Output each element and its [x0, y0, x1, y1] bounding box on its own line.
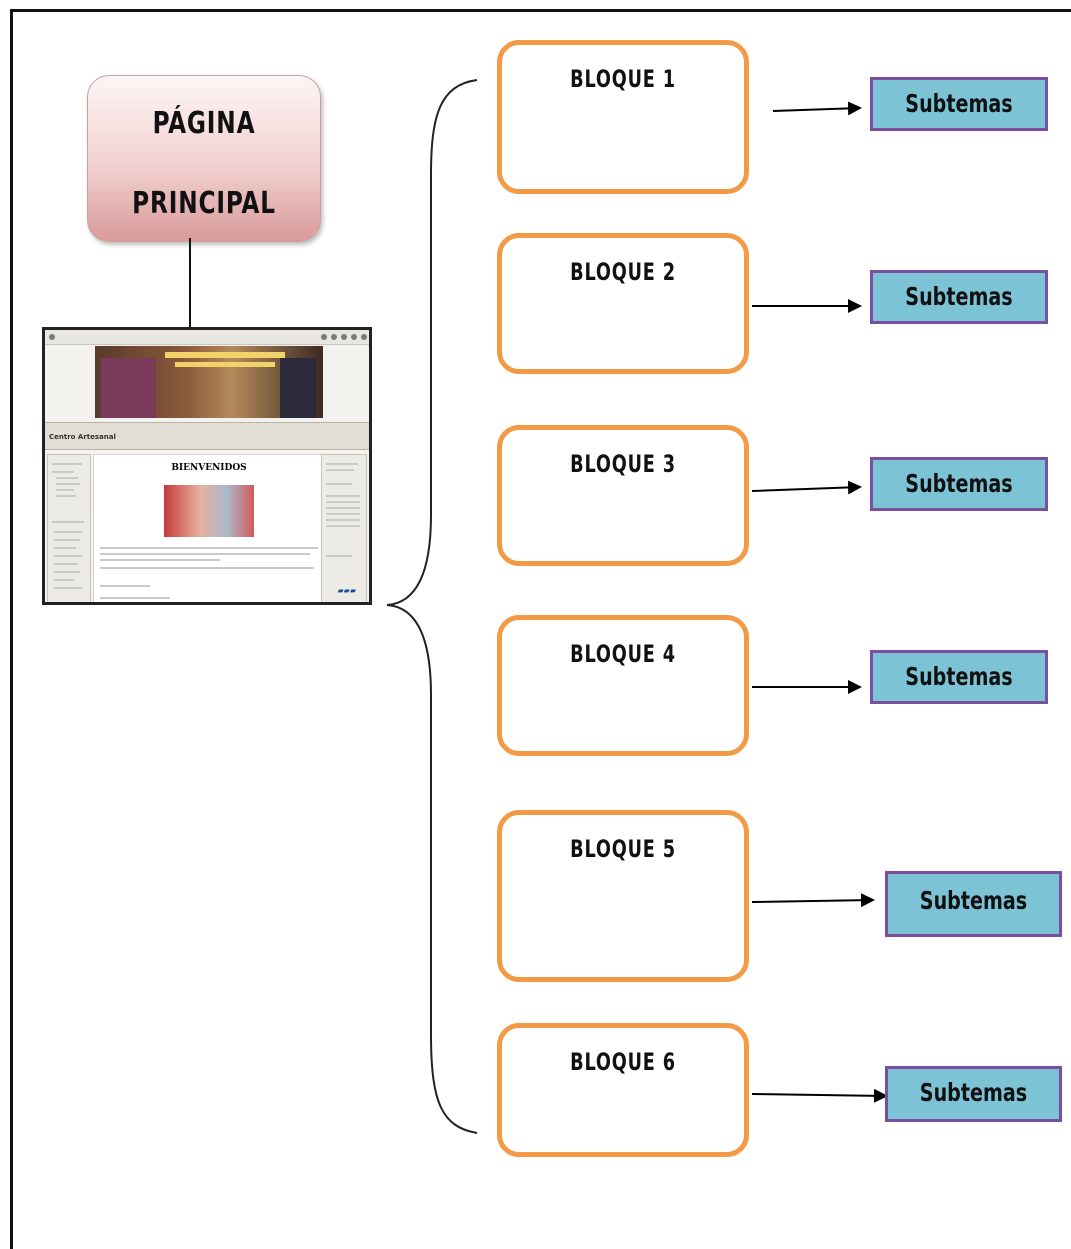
- block-4: BLOQUE 4: [497, 615, 749, 756]
- site-name: Centro Artesanal: [49, 433, 116, 441]
- block-6-label: BLOQUE 6: [570, 1048, 676, 1076]
- subtopic-5: Subtemas: [885, 871, 1062, 937]
- main-page-node: PÁGINA PRINCIPAL: [87, 75, 321, 242]
- site-welcome-image: [164, 485, 254, 537]
- block-6: BLOQUE 6: [497, 1023, 749, 1157]
- block-1: BLOQUE 1: [497, 40, 749, 194]
- block-4-label: BLOQUE 4: [570, 640, 676, 668]
- arrow-block-5: [751, 893, 875, 908]
- block-3-label: BLOQUE 3: [570, 450, 676, 478]
- site-title-bar: Centro Artesanal: [45, 422, 369, 450]
- arrow-block-3: [751, 480, 862, 495]
- subtopic-2-label: Subtemas: [905, 282, 1013, 311]
- subtopic-4: Subtemas: [870, 650, 1048, 704]
- subtopic-1-label: Subtemas: [905, 91, 1013, 113]
- subtopic-1: Subtemas: [870, 77, 1048, 131]
- website-screenshot: Centro Artesanal BIENVENIDOS: [42, 327, 372, 605]
- site-logo: ▰▰▰: [337, 586, 356, 595]
- grouping-brace: [386, 79, 478, 1134]
- site-main-content: BIENVENIDOS: [93, 454, 325, 602]
- block-5-label: BLOQUE 5: [570, 835, 676, 863]
- arrow-block-1: [772, 101, 862, 116]
- subtopic-6: Subtemas: [885, 1066, 1062, 1122]
- block-2: BLOQUE 2: [497, 233, 749, 374]
- block-5: BLOQUE 5: [497, 810, 749, 982]
- site-right-column: ▰▰▰: [321, 454, 367, 602]
- subtopic-6-label: Subtemas: [919, 1078, 1028, 1107]
- subtopic-5-label: Subtemas: [919, 886, 1028, 915]
- subtopic-3: Subtemas: [870, 457, 1048, 511]
- main-page-title-line1: PÁGINA: [152, 106, 256, 141]
- main-page-connector: [189, 238, 191, 328]
- block-1-label: BLOQUE 1: [570, 65, 676, 93]
- main-page-title-line2: PRINCIPAL: [132, 186, 276, 216]
- subtopic-3-label: Subtemas: [905, 469, 1013, 498]
- browser-toolbar: [45, 330, 369, 345]
- subtopic-4-label: Subtemas: [905, 662, 1013, 691]
- site-welcome-heading: BIENVENIDOS: [171, 463, 247, 473]
- subtopic-2: Subtemas: [870, 270, 1048, 324]
- arrow-block-6: [751, 1088, 888, 1103]
- block-3: BLOQUE 3: [497, 425, 749, 566]
- diagram-frame: [10, 9, 1071, 1249]
- site-banner-image: [95, 346, 323, 418]
- block-2-label: BLOQUE 2: [570, 258, 676, 286]
- site-left-column: [47, 454, 91, 602]
